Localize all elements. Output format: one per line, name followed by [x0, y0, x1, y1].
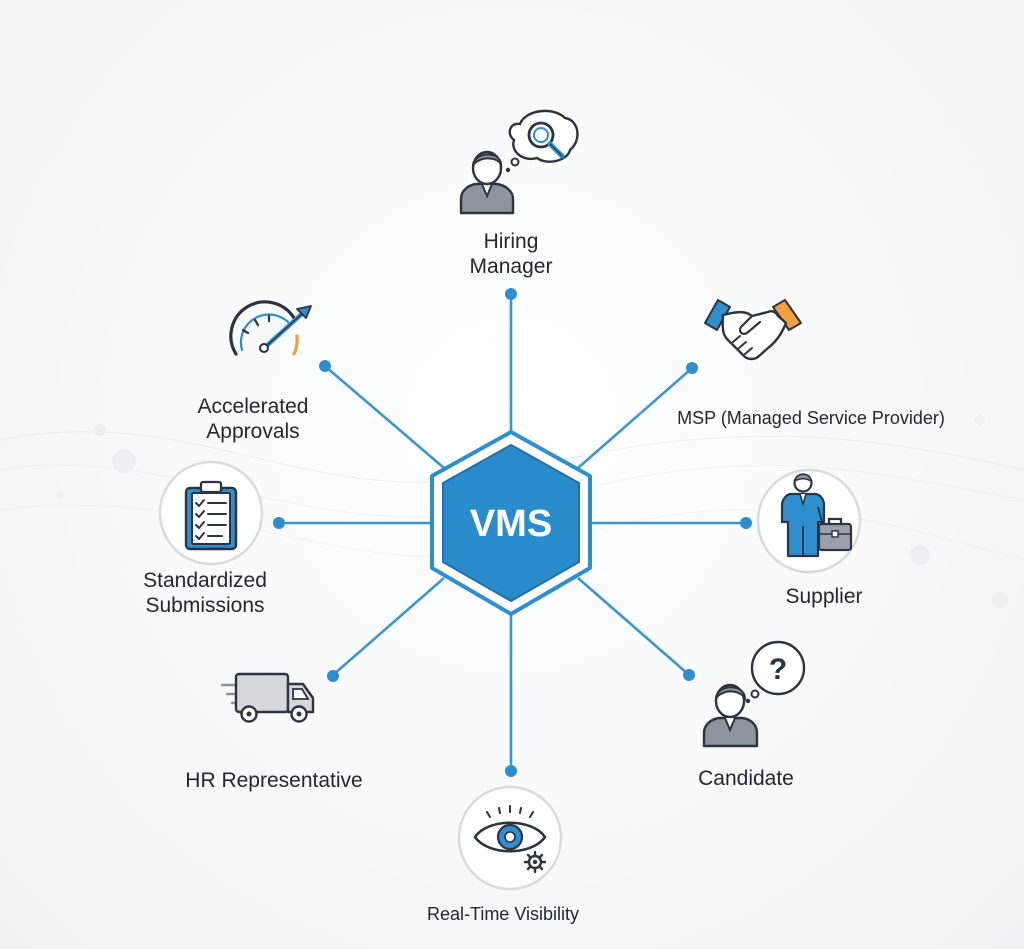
- label-candidate: Candidate: [698, 766, 794, 791]
- connector-hr-representative: [332, 577, 445, 676]
- vms-hub: VMS: [430, 430, 592, 616]
- dot-hiring-manager: [505, 288, 517, 300]
- label-real-time-visibility-text: Real-Time Visibility: [426, 904, 580, 924]
- eye-gear-icon: [457, 785, 563, 891]
- label-supplier: Supplier: [785, 584, 862, 609]
- label-msp: MSP (Managed Service Provider): [677, 406, 945, 431]
- person-magnifier-thought-icon: [459, 109, 579, 215]
- label-standardized-submissions: Standardized Submissions: [143, 568, 267, 618]
- label-supplier-text: Supplier: [785, 585, 863, 608]
- label-accelerated-approvals: Accelerated Approvals: [198, 394, 309, 444]
- connectors: [280, 295, 745, 770]
- connector-accelerated-approvals: [325, 366, 445, 469]
- label-hr-representative-text: HR Representative: [185, 769, 363, 792]
- dot-candidate: [683, 669, 695, 681]
- connector-msp: [577, 368, 692, 469]
- svg-text:?: ?: [769, 653, 787, 686]
- dot-real-time-visibility: [505, 765, 517, 777]
- label-hr-representative: HR Representative: [185, 768, 362, 793]
- delivery-truck-icon: [220, 672, 315, 723]
- label-real-time-visibility: Real-Time Visibility: [427, 902, 579, 927]
- label-msp-text: MSP (Managed Service Provider): [677, 408, 945, 428]
- dot-supplier: [740, 517, 752, 529]
- dot-hr-representative: [327, 670, 339, 682]
- dot-standardized-submissions: [273, 517, 285, 529]
- label-candidate-text: Candidate: [698, 767, 794, 790]
- label-hiring-manager: Hiring Manager: [470, 229, 553, 279]
- label-standardized-submissions-line1: Standardized: [143, 569, 267, 592]
- connector-candidate: [577, 577, 689, 675]
- label-standardized-submissions-line2: Submissions: [145, 594, 265, 617]
- label-hiring-manager-line1: Hiring: [483, 230, 539, 253]
- person-question-thought-icon: ?: [702, 640, 806, 748]
- vms-label: VMS: [470, 503, 552, 545]
- dot-msp: [686, 362, 698, 374]
- handshake-icon: [704, 299, 802, 361]
- speedometer-arrow-icon: [229, 300, 312, 356]
- label-hiring-manager-line2: Manager: [469, 255, 553, 278]
- connector-dots: [273, 288, 752, 777]
- label-accelerated-approvals-line2: Approvals: [206, 420, 300, 443]
- clipboard-checklist-icon: [158, 460, 264, 566]
- businessman-briefcase-icon: [756, 468, 862, 574]
- dot-accelerated-approvals: [319, 360, 331, 372]
- label-accelerated-approvals-line1: Accelerated: [197, 395, 309, 418]
